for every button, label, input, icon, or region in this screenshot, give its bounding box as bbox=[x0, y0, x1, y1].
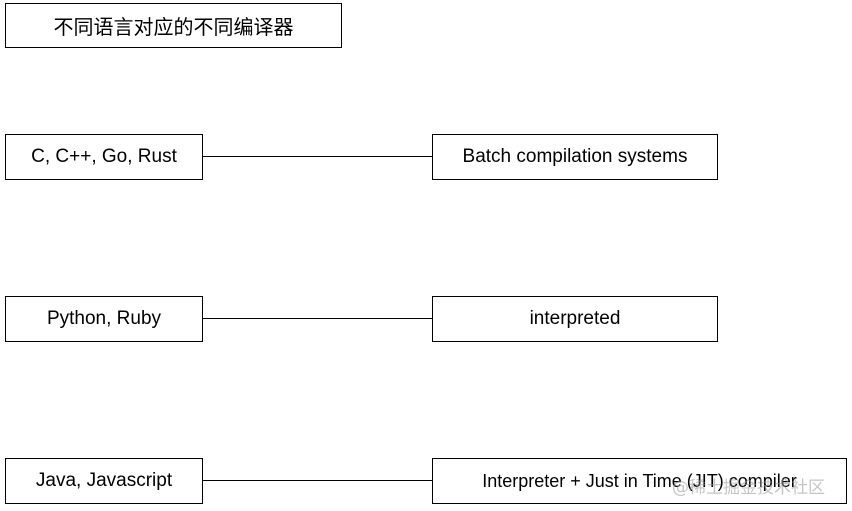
language-box-python-ruby: Python, Ruby bbox=[5, 296, 203, 342]
compiler-box-jit: Interpreter + Just in Time (JIT) compile… bbox=[432, 458, 847, 504]
diagram-title: 不同语言对应的不同编译器 bbox=[5, 3, 342, 48]
connector-line-2 bbox=[203, 318, 432, 319]
language-box-c-family: C, C++, Go, Rust bbox=[5, 134, 203, 180]
compiler-box-batch: Batch compilation systems bbox=[432, 134, 718, 180]
connector-line-3 bbox=[203, 480, 432, 481]
compiler-box-interpreted: interpreted bbox=[432, 296, 718, 342]
connector-line-1 bbox=[203, 156, 432, 157]
language-box-java-javascript: Java, Javascript bbox=[5, 458, 203, 504]
